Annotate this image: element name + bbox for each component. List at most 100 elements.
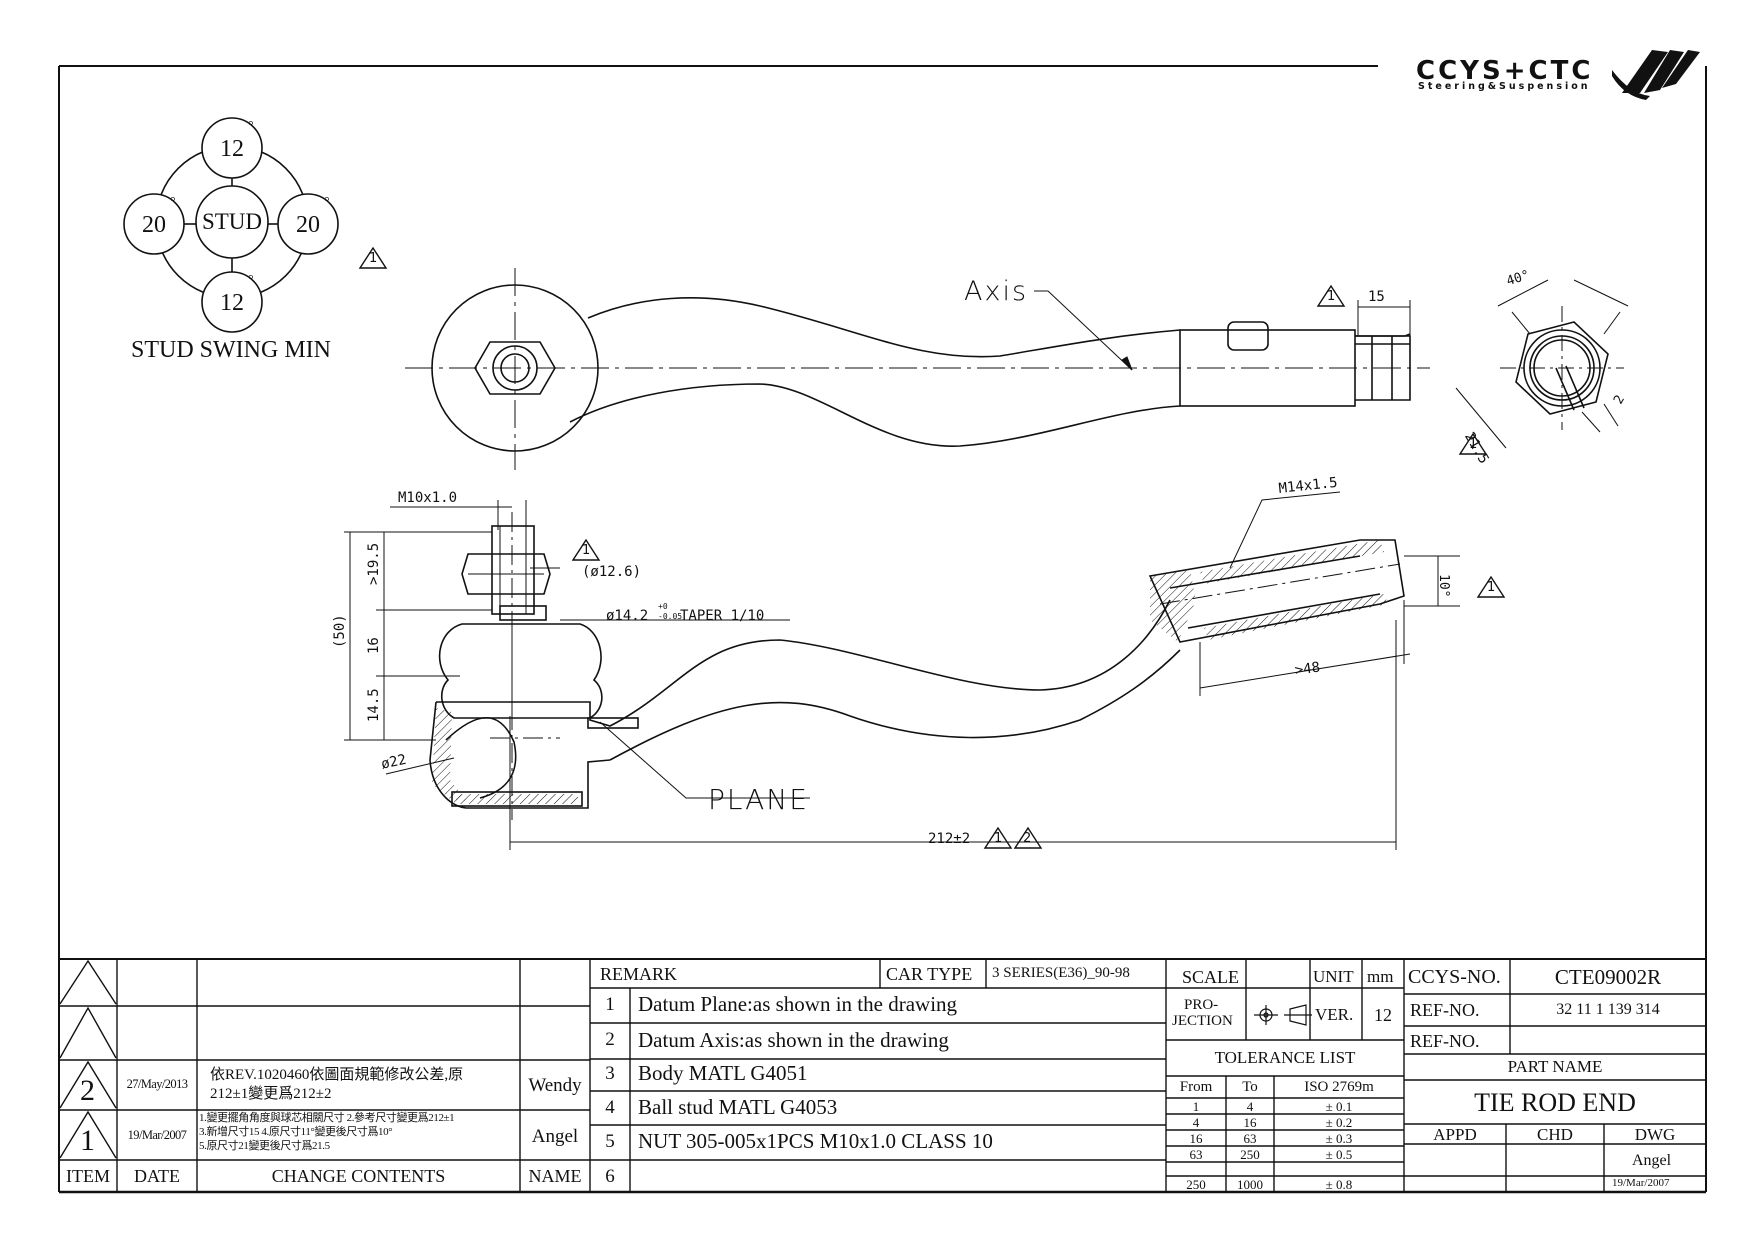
axis-leader	[1034, 290, 1133, 371]
remark-no-6: 6	[605, 1166, 615, 1187]
stud-swing-left: 20	[142, 212, 166, 238]
remark-label: REMARK	[600, 964, 678, 984]
appd-label: APPD	[1433, 1125, 1477, 1144]
tol-header-from: From	[1179, 1079, 1213, 1095]
taper-label: ø14.2	[606, 608, 649, 624]
dwg-label: DWG	[1634, 1125, 1676, 1144]
unit-value: mm	[1367, 967, 1394, 986]
rev1-contents-line3: 5.原尺寸21變更後尺寸爲21.5	[199, 1140, 330, 1152]
rev2-contents-line2: 212±1變更爲212±2	[210, 1086, 332, 1102]
header-name: NAME	[528, 1166, 582, 1186]
tol-row-3-from: 16	[1189, 1131, 1203, 1146]
drawing-frame	[58, 65, 1707, 1194]
top-view-centerlines	[405, 268, 1430, 470]
part-name-label: PART NAME	[1507, 1057, 1603, 1076]
ver-label: VER.	[1315, 1005, 1354, 1024]
tol-row-5-to: 1000	[1237, 1177, 1263, 1192]
tol-header-to: To	[1242, 1079, 1258, 1095]
axis-label: Axis	[964, 276, 1029, 307]
height-top-label: >19.5	[366, 542, 382, 585]
projection-label-2: JECTION	[1172, 1013, 1233, 1029]
tol-row-4-from: 63	[1189, 1147, 1203, 1162]
ball-dia-label: (ø12.6)	[582, 564, 642, 580]
bend-angle-label: 10°	[1436, 574, 1451, 598]
degree-mark-right: °	[324, 195, 330, 210]
tol-row-5-from: 250	[1186, 1177, 1206, 1192]
side-view-centerlines	[490, 512, 1401, 820]
rev-mark-1c: 1	[1469, 437, 1478, 452]
rev1-name: Angel	[531, 1126, 579, 1147]
end-view	[1455, 279, 1629, 449]
rev2-contents-line1: 依REV.1020460依圖面規範修改公差,原	[210, 1067, 464, 1083]
height-bottom-label: 14.5	[366, 688, 382, 722]
chd-label: CHD	[1537, 1125, 1573, 1144]
logo-wing-icon	[1612, 50, 1700, 100]
side-view-hatching	[432, 540, 1388, 804]
tol-row-3-to: 63	[1243, 1131, 1257, 1146]
tol-row-5-tol: ± 0.8	[1325, 1177, 1353, 1192]
stud-swing-right: 20	[296, 212, 320, 238]
tol-row-2-from: 4	[1192, 1115, 1200, 1130]
rev1-mark: 1	[80, 1124, 95, 1157]
stud-swing-bottom: 12	[220, 290, 244, 316]
car-type-value: 3 SERIES(E36)_90-98	[992, 965, 1130, 981]
degree-mark-left: °	[170, 195, 176, 210]
thread-length-label: >48	[1293, 659, 1322, 679]
remark-text-2: Datum Axis:as shown in the drawing	[638, 1028, 949, 1052]
tol-row-2-to: 16	[1243, 1115, 1257, 1130]
taper-suffix-label: TAPER 1/10	[680, 608, 765, 624]
tol-row-4-tol: ± 0.5	[1325, 1147, 1353, 1162]
logo-brand: CCYS+CTC	[1416, 56, 1594, 86]
scale-label: SCALE	[1182, 967, 1240, 987]
taper-tol-upper: +0	[658, 602, 668, 611]
rev1-contents-line1: 1.變更擺角角度與球芯相關尺寸 2.參考尺寸變更爲212±1	[199, 1112, 455, 1124]
part-name-value: TIE ROD END	[1474, 1088, 1636, 1117]
remark-no-2: 2	[605, 1029, 615, 1050]
header-change-contents: CHANGE CONTENTS	[271, 1166, 446, 1186]
rev2-name: Wendy	[528, 1075, 582, 1096]
rev1-contents-line2: 3.新增尺寸15 4.原尺寸11°變更後尺寸爲10°	[199, 1126, 393, 1138]
side-view-dimensions	[344, 491, 1460, 850]
rev-mark-1a: 1	[369, 251, 378, 266]
thread-nut-label: M10x1.0	[398, 490, 458, 506]
ref-no-label-2: REF-NO.	[1410, 1031, 1480, 1051]
ccys-no-value: CTE09002R	[1554, 965, 1662, 989]
revision-triangles	[358, 246, 1506, 849]
degree-mark-top: °	[248, 119, 254, 134]
dwg-date: 19/Mar/2007	[1612, 1177, 1670, 1189]
remark-no-3: 3	[605, 1063, 615, 1084]
tol-row-1-from: 1	[1192, 1099, 1200, 1114]
header-date: DATE	[134, 1166, 180, 1186]
logo-tagline: Steering&Suspension	[1418, 81, 1591, 92]
tol-row-3-tol: ± 0.3	[1325, 1131, 1353, 1146]
remark-text-1: Datum Plane:as shown in the drawing	[638, 992, 958, 1016]
tol-header-std: ISO 2769m	[1304, 1079, 1374, 1095]
ref-no-value-1: 32 11 1 139 314	[1556, 1001, 1660, 1018]
remark-text-4: Ball stud MATL G4053	[638, 1095, 838, 1119]
remark-no-4: 4	[605, 1097, 615, 1118]
title-block-grid	[59, 959, 1706, 1192]
stud-swing-diagram	[123, 117, 339, 333]
car-type-label: CAR TYPE	[886, 964, 973, 984]
side-view-part	[429, 525, 1405, 809]
plane-label: PLANE	[708, 783, 809, 816]
rev-mark-2a: 2	[1023, 831, 1032, 846]
ref-no-label-1: REF-NO.	[1410, 1000, 1480, 1020]
tol-row-1-to: 4	[1246, 1099, 1254, 1114]
header-item: ITEM	[66, 1166, 110, 1186]
stud-swing-center: STUD	[201, 209, 263, 234]
remark-text-5: NUT 305-005x1PCS M10x1.0 CLASS 10	[638, 1129, 993, 1153]
height-mid-label: 16	[366, 637, 382, 654]
unit-label: UNIT	[1313, 967, 1354, 986]
stud-swing-top: 12	[220, 136, 244, 162]
rev-mark-1e: 1	[1487, 580, 1496, 595]
projection-label-1: PRO-	[1184, 997, 1219, 1013]
slot-dimension	[1357, 300, 1411, 336]
remark-no-5: 5	[605, 1131, 615, 1152]
taper-tol-lower: -0.05	[658, 612, 683, 621]
tol-row-4-to: 250	[1240, 1147, 1260, 1162]
rev-mark-1f: 1	[994, 831, 1003, 846]
rev-mark-1b: 1	[1327, 289, 1336, 304]
length-label: 212±2	[928, 831, 971, 847]
